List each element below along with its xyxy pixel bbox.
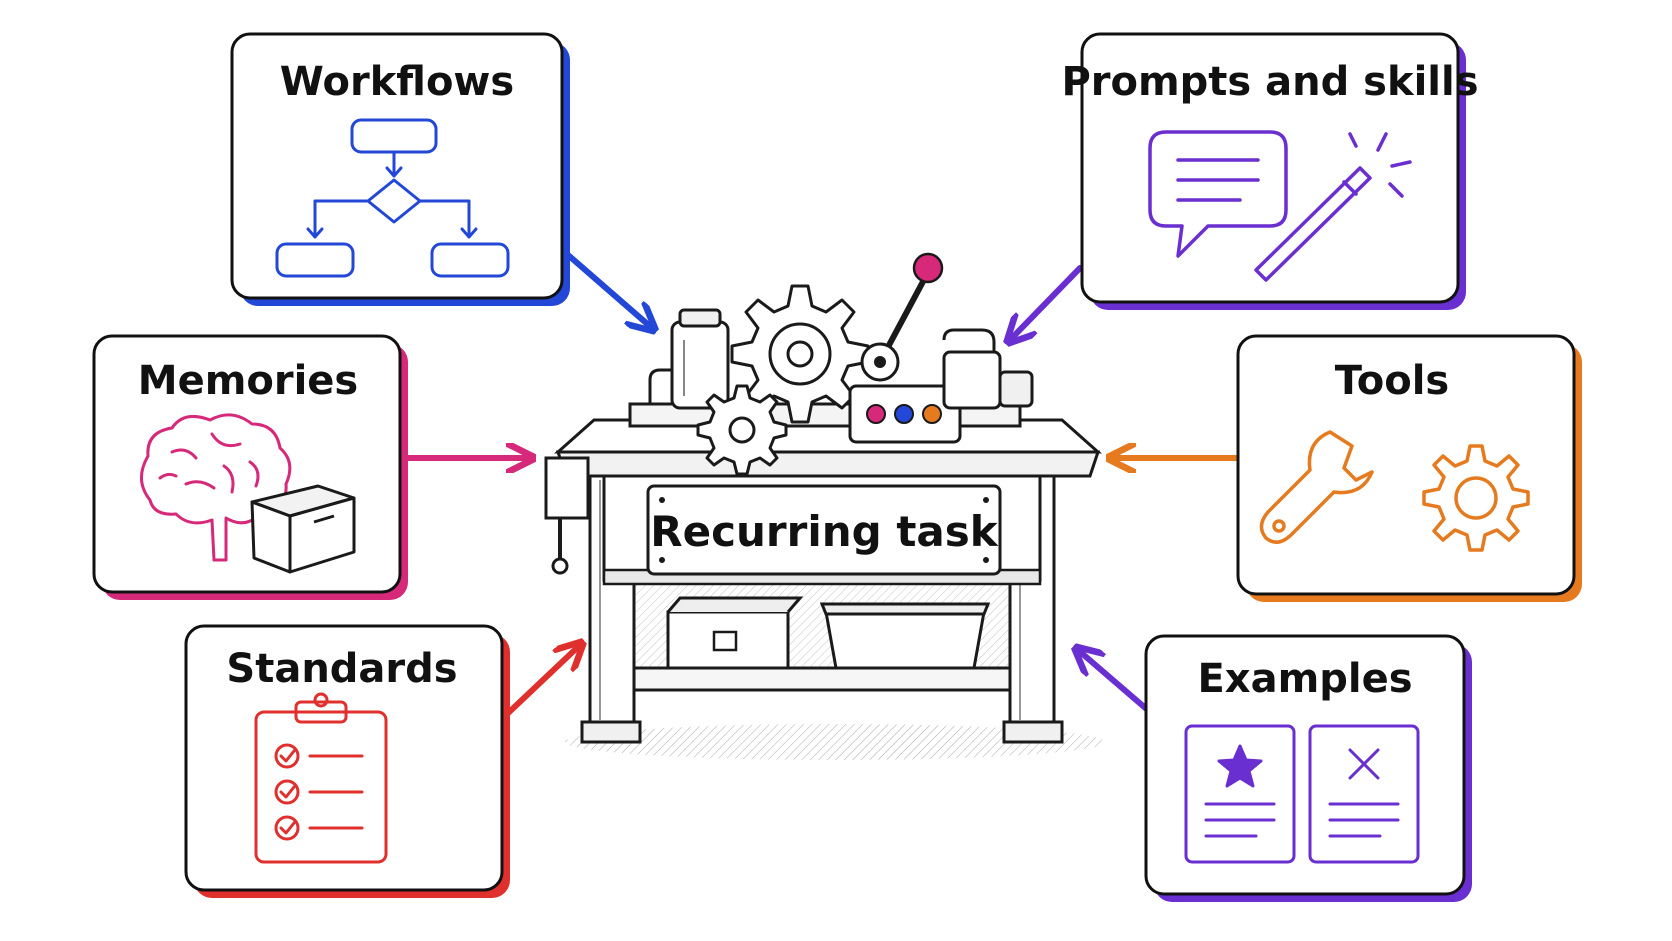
card-tools: Tools xyxy=(1236,334,1582,602)
arrow-prompts xyxy=(1010,265,1083,340)
card-examples: Examples xyxy=(1144,634,1472,902)
arrow-standards xyxy=(502,645,580,719)
card-workflows: Workflows xyxy=(230,32,570,306)
wrench-icon xyxy=(1259,430,1374,544)
card-memories: Memories xyxy=(92,334,408,600)
card-title-prompts: Prompts and skills xyxy=(1061,59,1478,105)
card-prompts: Prompts and skills xyxy=(1061,32,1479,310)
gear-icon xyxy=(1422,444,1530,552)
card-standards: Standards xyxy=(184,624,510,898)
storage-box-icon xyxy=(250,484,356,574)
card-title-tools: Tools xyxy=(1335,358,1449,404)
card-title-examples: Examples xyxy=(1197,656,1412,702)
chat-bubble-wand-icon xyxy=(1148,130,1412,282)
checklist-clipboard-icon xyxy=(254,692,388,864)
arrow-examples xyxy=(1078,650,1153,715)
good-bad-example-icon xyxy=(1184,724,1420,864)
card-title-memories: Memories xyxy=(138,358,358,404)
card-title-standards: Standards xyxy=(226,646,457,692)
center-label: Recurring task xyxy=(650,507,998,556)
workbench-machine-icon: Recurring task xyxy=(544,252,1105,760)
arrow-workflows xyxy=(557,245,652,328)
flowchart-icon xyxy=(275,118,510,278)
card-title-workflows: Workflows xyxy=(280,59,514,105)
brain-box-icon xyxy=(140,413,292,562)
